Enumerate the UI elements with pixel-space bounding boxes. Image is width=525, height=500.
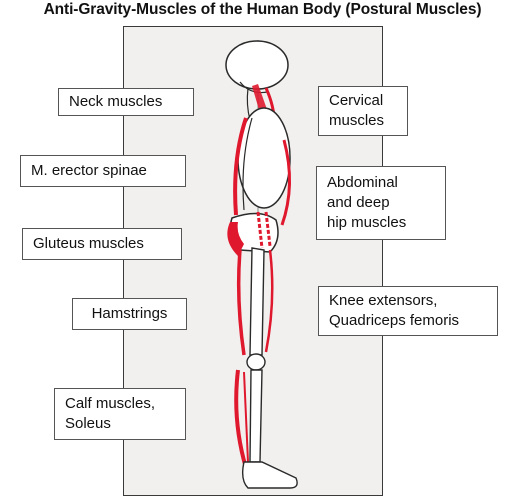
quadriceps — [264, 249, 274, 353]
label-calf-soleus: Calf muscles, Soleus — [54, 388, 186, 440]
gluteus-muscle — [227, 222, 244, 256]
label-gluteus-muscles: Gluteus muscles — [22, 228, 182, 260]
diagram-title: Anti-Gravity-Muscles of the Human Body (… — [43, 1, 482, 18]
label-erector-spinae: M. erector spinae — [20, 155, 186, 187]
femur — [249, 247, 265, 356]
knee — [246, 353, 266, 371]
spine — [242, 117, 253, 211]
label-hamstrings: Hamstrings — [72, 298, 187, 330]
skull — [225, 40, 289, 90]
label-neck-muscles: Neck muscles — [58, 88, 194, 116]
foot — [241, 461, 298, 489]
erector-spinae — [233, 117, 248, 216]
label-abdominal-hip-muscles: Abdominal and deep hip muscles — [316, 166, 446, 240]
calf-muscle — [234, 369, 248, 469]
tibia — [249, 369, 263, 463]
label-knee-extensors: Knee extensors, Quadriceps femoris — [318, 286, 498, 336]
hamstrings — [236, 249, 246, 356]
jaw — [239, 81, 269, 94]
soleus-line — [243, 371, 249, 463]
abdominal-muscle — [280, 139, 291, 226]
hip-muscle-1 — [256, 211, 264, 249]
label-cervical-muscles: Cervical muscles — [318, 86, 408, 136]
